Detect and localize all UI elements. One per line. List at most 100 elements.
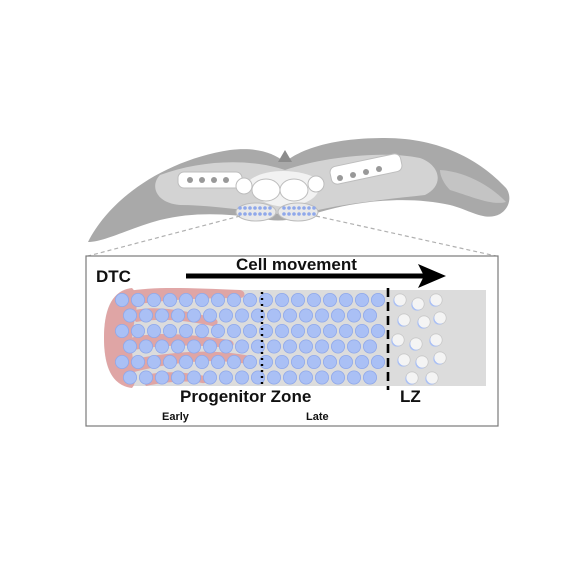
pz-nucleus xyxy=(282,339,297,354)
pz-nucleus xyxy=(202,370,217,385)
pz-nucleus xyxy=(282,308,297,323)
pz-nucleus xyxy=(178,323,193,338)
zoom-panel: DTC Cell movement Progenitor Zone Early … xyxy=(85,255,499,427)
tip-nucleus xyxy=(292,206,296,210)
pz-nucleus xyxy=(306,354,321,369)
tip-nucleus xyxy=(263,206,267,210)
pz-nucleus xyxy=(138,339,153,354)
pz-nucleus xyxy=(362,308,377,323)
pz-nucleus xyxy=(266,370,281,385)
tip-nucleus xyxy=(297,212,301,216)
pz-nucleus xyxy=(250,339,265,354)
lz-crescent xyxy=(397,317,407,327)
pz-nucleus xyxy=(338,323,353,338)
pz-nucleus xyxy=(346,370,361,385)
lz-crescent xyxy=(433,315,443,325)
leptotene-zygotene-nuclei xyxy=(391,293,447,385)
pz-nucleus xyxy=(354,323,369,338)
distal-tip-nuclei xyxy=(238,206,316,216)
tip-nucleus xyxy=(248,212,252,216)
pz-nucleus xyxy=(306,323,321,338)
tip-nucleus xyxy=(282,206,286,210)
tip-nucleus xyxy=(307,206,311,210)
tip-nucleus xyxy=(238,212,242,216)
pz-nucleus xyxy=(186,370,201,385)
tip-nucleus xyxy=(268,212,272,216)
pz-nucleus xyxy=(274,354,289,369)
tip-nucleus xyxy=(263,212,267,216)
pz-nucleus xyxy=(346,339,361,354)
pz-nucleus xyxy=(146,354,161,369)
pz-nucleus xyxy=(154,370,169,385)
tip-nucleus xyxy=(287,212,291,216)
pz-nucleus xyxy=(322,323,337,338)
worm-tail-shade xyxy=(440,170,506,203)
pz-nucleus xyxy=(322,354,337,369)
pz-nucleus xyxy=(186,308,201,323)
right-distal-tip xyxy=(277,202,319,222)
pz-nucleus xyxy=(282,370,297,385)
pz-nucleus xyxy=(290,292,305,307)
left-arm-dot-3 xyxy=(211,177,217,183)
lz-crescent xyxy=(391,337,401,347)
pz-nucleus xyxy=(202,308,217,323)
pz-nucleus xyxy=(218,308,233,323)
pz-nucleus xyxy=(298,370,313,385)
pz-nucleus xyxy=(115,354,130,369)
pz-nucleus xyxy=(290,354,305,369)
pz-nucleus xyxy=(210,292,225,307)
pz-nucleus xyxy=(194,323,209,338)
pz-nucleus xyxy=(314,339,329,354)
egg-right xyxy=(279,178,309,202)
pz-nucleus xyxy=(123,370,138,385)
tip-nucleus xyxy=(307,212,311,216)
zoom-line-right xyxy=(315,215,497,257)
tip-nucleus xyxy=(302,206,306,210)
pz-nucleus xyxy=(146,323,161,338)
tip-nucleus xyxy=(243,206,247,210)
pz-nucleus xyxy=(226,292,241,307)
pz-nucleus xyxy=(346,308,361,323)
left-arm-dot-4 xyxy=(223,177,229,183)
pz-nucleus xyxy=(234,339,249,354)
tip-nucleus xyxy=(258,212,262,216)
pz-nucleus xyxy=(115,323,130,338)
pz-nucleus xyxy=(354,292,369,307)
pz-nucleus xyxy=(170,370,185,385)
pz-nucleus xyxy=(274,292,289,307)
pz-nucleus xyxy=(258,354,273,369)
pz-nucleus xyxy=(290,323,305,338)
pz-nucleus xyxy=(194,354,209,369)
progenitor-zone-label: Progenitor Zone xyxy=(180,387,311,406)
pz-nucleus xyxy=(170,339,185,354)
lz-crescent xyxy=(409,341,419,351)
cell-movement-label: Cell movement xyxy=(236,255,357,274)
pz-nucleus xyxy=(242,292,257,307)
pz-nucleus xyxy=(306,292,321,307)
tip-nucleus xyxy=(282,212,286,216)
pz-nucleus xyxy=(194,292,209,307)
pz-nucleus xyxy=(362,370,377,385)
egg-small-left xyxy=(235,177,253,195)
pz-nucleus xyxy=(123,308,138,323)
lz-crescent xyxy=(433,355,443,365)
pz-nucleus xyxy=(314,370,329,385)
tip-nucleus xyxy=(302,212,306,216)
lz-crescent xyxy=(415,359,425,369)
pz-nucleus xyxy=(250,370,265,385)
progenitor-zone-nuclei xyxy=(115,292,385,385)
pz-nucleus xyxy=(186,339,201,354)
pz-nucleus xyxy=(210,354,225,369)
pz-nucleus xyxy=(274,323,289,338)
egg-small-right xyxy=(307,175,325,193)
pz-nucleus xyxy=(338,292,353,307)
lz-crescent xyxy=(393,297,403,307)
tip-nucleus xyxy=(248,206,252,210)
lz-crescent xyxy=(425,375,435,385)
pz-nucleus xyxy=(242,354,257,369)
pz-nucleus xyxy=(123,339,138,354)
pz-nucleus xyxy=(266,308,281,323)
pz-nucleus xyxy=(178,354,193,369)
pz-nucleus xyxy=(202,339,217,354)
left-arm-dot-1 xyxy=(187,177,193,183)
